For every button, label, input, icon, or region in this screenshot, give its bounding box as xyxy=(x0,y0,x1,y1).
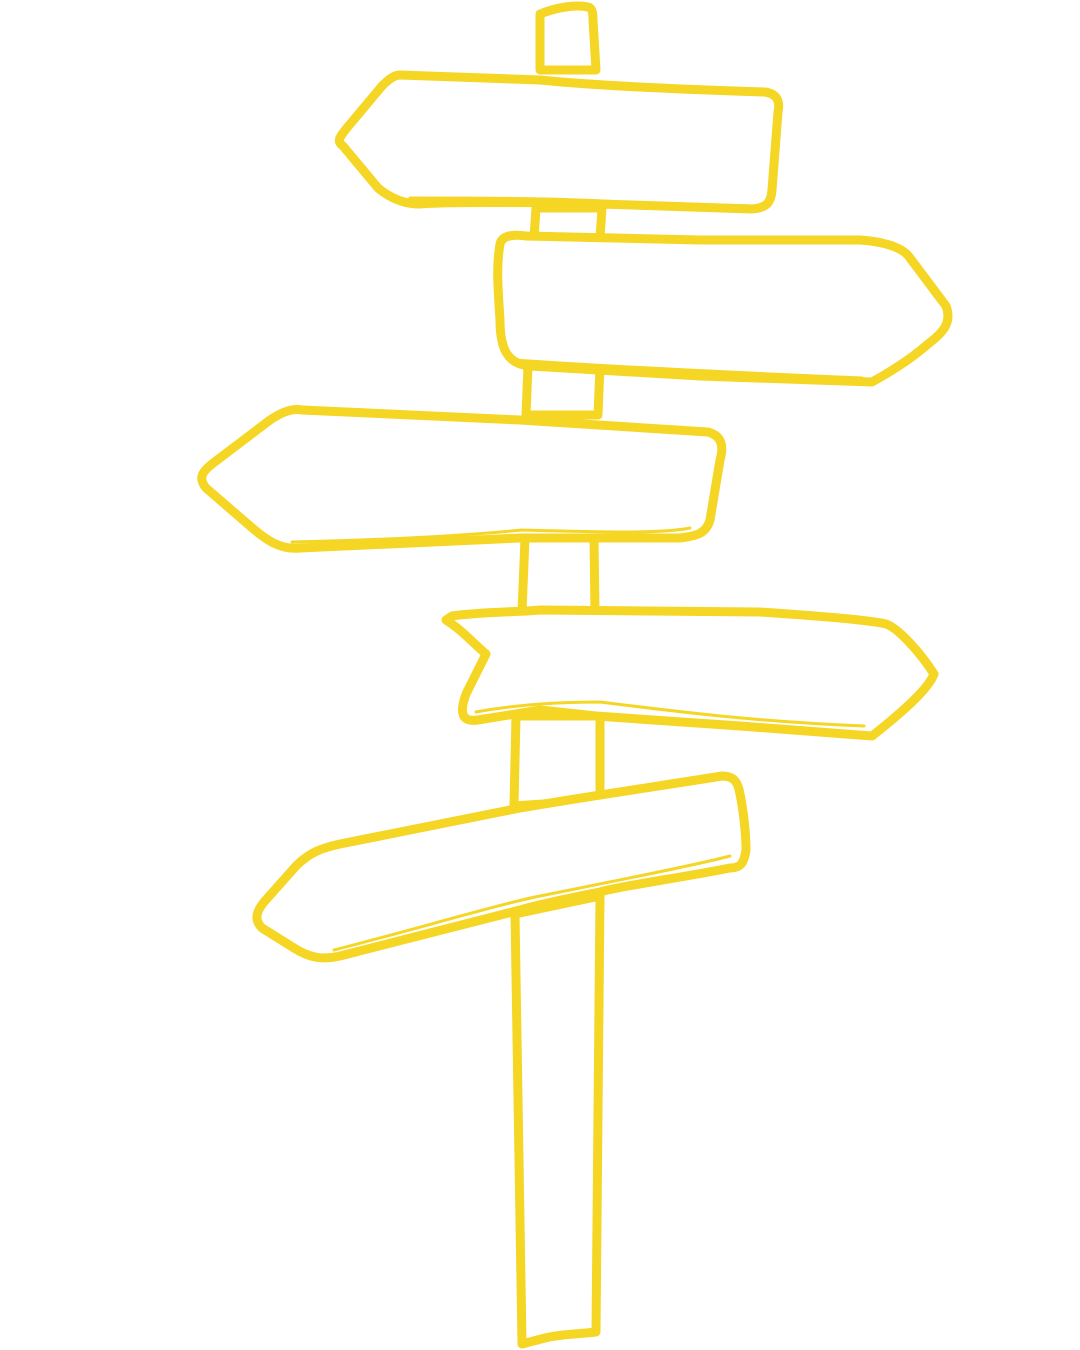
sign-3-inner-edge xyxy=(290,526,692,544)
post-top-cap xyxy=(535,1,601,75)
sign-2-right-arrow xyxy=(493,230,953,387)
sign-4-right-arrow xyxy=(441,605,939,741)
post-bottom xyxy=(510,891,605,1349)
sign-3-left-arrow xyxy=(197,405,727,553)
signpost-signs xyxy=(197,70,953,963)
sign-5-inner-edge xyxy=(332,854,732,952)
sign-4-inner-edge xyxy=(474,700,866,728)
sign-5-left-arrow xyxy=(252,771,751,963)
sign-2-inner-edge xyxy=(512,358,864,380)
sign-detail-lines xyxy=(290,196,866,952)
sign-1-left-arrow xyxy=(334,70,784,214)
post-segment-3 xyxy=(517,533,600,617)
sign-1-inner-edge xyxy=(408,196,754,208)
